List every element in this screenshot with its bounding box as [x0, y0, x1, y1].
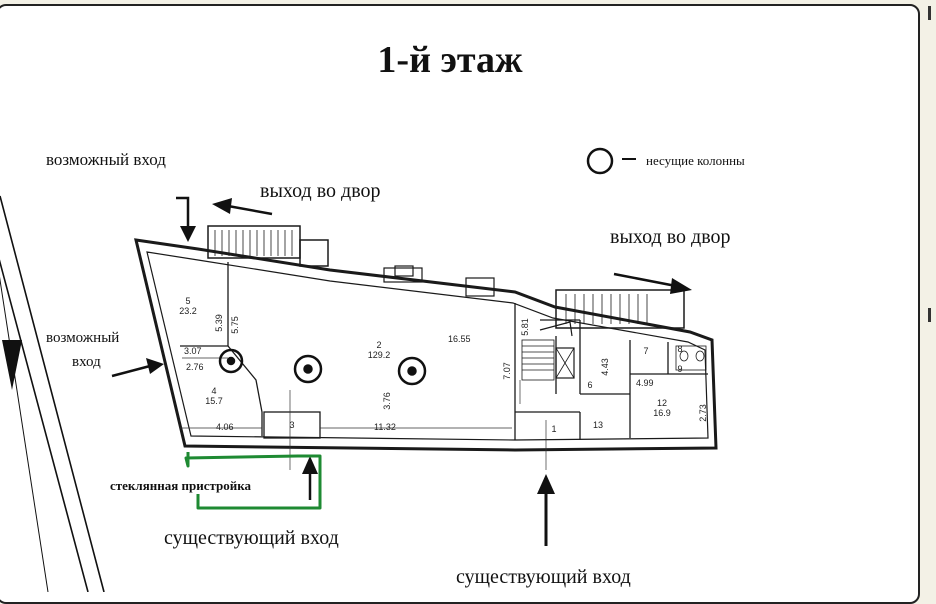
arrow-possible-entrance-left-icon — [111, 358, 164, 378]
room-label-13: 13 — [592, 420, 603, 430]
floor-plan-sheet — [0, 4, 920, 604]
label-possible-entrance-left-1: возможный — [46, 330, 120, 346]
label-existing-entrance-left: существующий вход — [164, 527, 339, 549]
room-label-9: 9 — [677, 364, 683, 374]
interior-walls — [180, 262, 708, 440]
label-courtyard-exit-right: выход во двор — [610, 226, 731, 248]
courtyard-stairs-right — [555, 289, 685, 329]
label-courtyard-exit-left: выход во двор — [260, 180, 381, 202]
label-glass-extension: стеклянная пристройка — [110, 478, 252, 493]
building-outline — [134, 238, 718, 452]
arrow-courtyard-exit-left-icon — [212, 198, 273, 216]
legend-column-icon — [586, 147, 614, 175]
dim-label: 16.55 — [448, 334, 471, 344]
room-label-8: 8 — [677, 344, 683, 354]
arrow-existing-entrance-right-icon — [537, 474, 555, 546]
legend-label: несущие колонны — [646, 153, 745, 168]
room-label-1: 1 — [551, 424, 557, 434]
dim-label: 5.81 — [519, 318, 530, 336]
arrow-existing-entrance-left-icon — [302, 456, 318, 500]
label-existing-entrance-right: существующий вход — [456, 566, 631, 588]
page-edge-marker-top — [928, 6, 931, 20]
arrow-possible-entrance-top-icon — [176, 196, 196, 242]
dim-label: 11.32 — [374, 422, 396, 432]
dimension-lines — [180, 357, 547, 470]
column-marker — [397, 356, 427, 386]
room-label-3: 3 — [289, 420, 295, 430]
page-title: 1-й этаж — [377, 39, 523, 81]
dim-label: 7.07 — [501, 362, 512, 380]
dim-label: 4.99 — [636, 378, 654, 388]
dim-label: 2.73 — [697, 404, 708, 422]
label-possible-entrance-top: возможный вход — [46, 150, 166, 169]
room-label-6: 6 — [587, 380, 593, 390]
dim-label: 4.06 — [216, 422, 234, 432]
courtyard-stairs-left — [207, 225, 329, 267]
dim-label: 2.76 — [186, 362, 204, 372]
dim-label: 3.76 — [381, 392, 392, 410]
dim-label: 5.39 — [213, 314, 224, 332]
label-possible-entrance-left-2: вход — [72, 354, 101, 370]
column-markers — [218, 348, 427, 386]
street-arrow-icon — [2, 340, 22, 390]
interior-stair — [521, 321, 575, 381]
column-marker — [293, 354, 323, 384]
courtyard-steps-small — [383, 265, 495, 297]
room-label-7: 7 — [643, 346, 649, 356]
dim-label: 5.75 — [229, 316, 240, 334]
dim-label: 3.07 — [184, 346, 202, 356]
dim-label: 4.43 — [599, 358, 610, 376]
page-edge-marker-mid — [928, 308, 931, 322]
glass-extension-outline — [184, 452, 322, 510]
toilet-fixtures — [675, 345, 707, 371]
arrow-courtyard-exit-right-icon — [613, 272, 692, 294]
street-lines — [0, 195, 105, 592]
column-marker — [218, 348, 244, 374]
